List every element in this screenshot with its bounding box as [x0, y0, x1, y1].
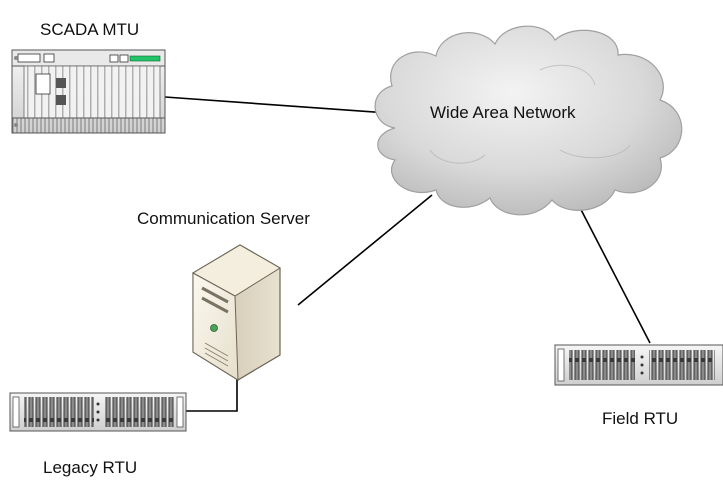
node-label-scada-mtu: SCADA MTU: [40, 20, 140, 39]
edge-field-wan: [575, 199, 651, 344]
rack-unit-icon: [554, 344, 723, 386]
edge-legacy-server: [186, 378, 238, 412]
node-label-wide-area-network: Wide Area Network: [430, 103, 576, 122]
rack-unit-icon: [9, 392, 187, 432]
node-label-communication-server: Communication Server: [137, 209, 310, 228]
node-label-field-rtu: Field RTU: [602, 409, 679, 428]
edge-mtu-wan: [164, 96, 389, 114]
node-label-legacy-rtu: Legacy RTU: [43, 458, 138, 477]
edge-server-wan: [297, 194, 433, 306]
rack-controller-icon: [11, 49, 166, 134]
cloud-icon: [374, 25, 683, 216]
tower-server-icon: [191, 244, 281, 381]
connections: [164, 96, 651, 412]
